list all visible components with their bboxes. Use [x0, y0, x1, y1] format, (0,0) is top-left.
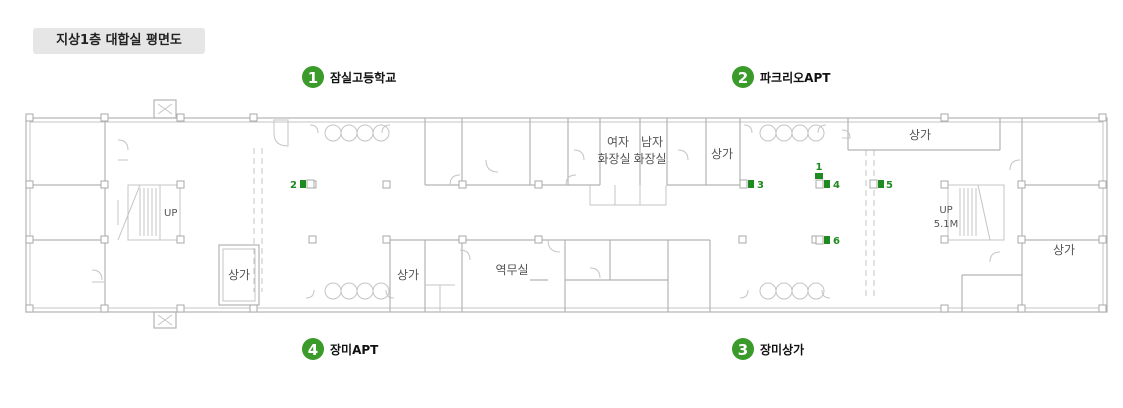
- up-left-label: UP: [164, 208, 177, 219]
- marker-4-label: 4: [833, 180, 840, 191]
- exit-badge-2-number: 2: [738, 69, 748, 87]
- exit-badge-4-circle: [302, 338, 324, 360]
- marker-5-label: 5: [886, 180, 893, 191]
- rail-left: [253, 148, 263, 292]
- shop-top-right-label: 상가: [909, 128, 931, 142]
- marker-1[interactable]: 1: [815, 162, 823, 179]
- exit-badge-3[interactable]: 3 장미상가: [732, 338, 804, 360]
- marker-2-label: 2: [290, 180, 297, 191]
- door-group-exit4: [305, 282, 395, 300]
- men-restroom-line1: 남자: [641, 135, 663, 149]
- marker-3-label: 3: [757, 180, 764, 191]
- marker-4-box: [824, 180, 830, 188]
- right-section-walls: [947, 118, 1107, 312]
- stairs-left: [139, 188, 157, 236]
- marker-5-box: [878, 180, 884, 188]
- door-group-exit1: [273, 119, 391, 147]
- exit-badge-1-number: 1: [308, 69, 318, 87]
- rail-right: [865, 150, 875, 298]
- exit-badge-2-label: 파크리오APT: [760, 70, 831, 85]
- marker-4[interactable]: 4: [815, 179, 840, 191]
- left-section-walls: [26, 118, 181, 312]
- marker-5[interactable]: 5: [869, 179, 893, 191]
- exit-badge-1-circle: [302, 66, 324, 88]
- outer-walls: [25, 117, 1108, 313]
- exit-badge-4-number: 4: [308, 341, 318, 359]
- marker-3-box: [748, 180, 754, 188]
- marker-2-box: [300, 180, 306, 188]
- shop-left-box: [218, 244, 260, 306]
- marker-3[interactable]: 3: [739, 179, 764, 191]
- exit-badge-3-circle: [732, 338, 754, 360]
- shop-center-label: 상가: [397, 268, 419, 282]
- exit-badge-2-circle: [732, 66, 754, 88]
- up-right-label: UP: [939, 205, 952, 216]
- shop-restroom-label: 상가: [711, 147, 733, 161]
- marker-2[interactable]: 2: [290, 179, 315, 191]
- marker-6-box: [824, 236, 830, 244]
- exit-badge-4[interactable]: 4 장미APT: [302, 338, 379, 360]
- shop-left-label: 상가: [228, 268, 250, 282]
- elevator-bottom-left: [153, 311, 177, 329]
- exit-badge-3-number: 3: [738, 341, 748, 359]
- floor-plan-title-box: 지상1층 대합실 평면도: [33, 28, 205, 54]
- up-right-height-label: 5.1M: [934, 219, 959, 230]
- exit-badge-1[interactable]: 1 잠실고등학교: [302, 66, 396, 88]
- marker-1-box: [815, 173, 823, 179]
- floor-plan-title: 지상1층 대합실 평면도: [56, 33, 182, 48]
- exit-badge-4-label: 장미APT: [330, 342, 379, 357]
- elevator-top-left: [153, 99, 177, 119]
- right-top-shop: [841, 118, 1001, 151]
- door-group-exit2: [743, 124, 827, 142]
- center-top-rooms: [424, 118, 741, 206]
- center-bottom-rooms: [389, 239, 711, 312]
- station-office-label: 역무실: [495, 263, 528, 277]
- marker-6-label: 6: [833, 236, 840, 247]
- women-restroom-line2: 화장실: [597, 152, 630, 166]
- shop-right-label: 상가: [1053, 243, 1075, 257]
- marker-1-label: 1: [816, 162, 823, 173]
- women-restroom-line1: 여자: [607, 135, 629, 149]
- columns: [25, 113, 1107, 313]
- marker-6[interactable]: 6: [815, 235, 840, 247]
- door-group-exit3: [739, 282, 831, 300]
- exit-badge-1-label: 잠실고등학교: [330, 70, 396, 85]
- stairs-right: [959, 188, 977, 236]
- men-restroom-line2: 화장실: [633, 152, 666, 166]
- exit-badge-2[interactable]: 2 파크리오APT: [732, 66, 831, 88]
- room-labels: 상가 상가 상가 상가 상가 여자 화장실 남자 화장실 역무실 UP UP 5…: [164, 128, 1075, 282]
- exit-badge-3-label: 장미상가: [760, 342, 804, 357]
